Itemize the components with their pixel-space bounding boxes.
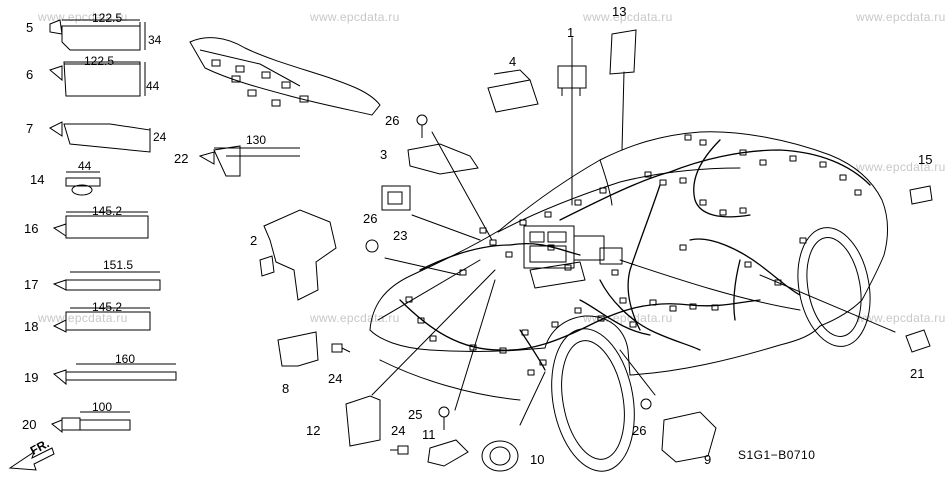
dim-5-height: 34 — [148, 33, 162, 47]
watermark: www.epcdata.ru — [583, 311, 673, 325]
dim-5-length: 122.5 — [92, 11, 123, 25]
leader-lines — [371, 37, 896, 426]
callout-6: 6 — [26, 67, 34, 82]
callout-4: 4 — [509, 54, 517, 69]
callout-8: 8 — [282, 381, 290, 396]
dim-20-length: 100 — [92, 400, 113, 414]
dim-22-length: 130 — [246, 133, 267, 147]
callout-24-lower: 24 — [391, 423, 406, 438]
callout-22: 22 — [174, 151, 189, 166]
callout-15: 15 — [918, 152, 933, 167]
part-rear-harness — [189, 37, 381, 116]
dim-14-length: 44 — [78, 159, 92, 173]
callout-26-top: 26 — [385, 113, 400, 128]
watermark: www.epcdata.ru — [38, 311, 128, 325]
callout-23: 23 — [393, 228, 408, 243]
callout-14: 14 — [30, 172, 45, 187]
callout-7: 7 — [26, 121, 34, 136]
callout-24-upper: 24 — [328, 371, 343, 386]
watermark: www.epcdata.ru — [310, 311, 400, 325]
watermark: www.epcdata.ru — [856, 160, 946, 174]
callout-26-left: 26 — [363, 211, 378, 226]
callout-12: 12 — [306, 423, 321, 438]
callout-3: 3 — [380, 147, 388, 162]
car-body-outline — [369, 131, 888, 472]
callout-10: 10 — [530, 452, 545, 467]
callout-11: 11 — [422, 427, 436, 442]
callout-20: 20 — [22, 417, 37, 432]
watermark: www.epcdata.ru — [583, 10, 673, 24]
dim-18-length: 145.2 — [92, 300, 123, 314]
callout-16: 16 — [24, 221, 39, 236]
watermark: www.epcdata.ru — [856, 311, 946, 325]
clip-parts — [48, 19, 300, 434]
watermark: www.epcdata.ru — [856, 10, 946, 24]
dim-17-length: 151.5 — [103, 258, 134, 272]
callout-18: 18 — [24, 319, 39, 334]
dim-16-length: 145.2 — [92, 204, 123, 218]
callout-13: 13 — [612, 4, 627, 19]
callout-25: 25 — [408, 407, 423, 422]
dim-7-height: 24 — [153, 130, 167, 144]
callout-1: 1 — [567, 25, 575, 40]
callout-9: 9 — [704, 452, 712, 467]
watermark: www.epcdata.ru — [310, 10, 400, 24]
harness-routing — [399, 139, 871, 371]
hardware-parts — [8, 29, 933, 472]
diagram-code: S1G1−B0710 — [738, 448, 816, 462]
callout-2: 2 — [250, 233, 258, 248]
dim-6-height: 44 — [146, 79, 160, 93]
callout-5: 5 — [26, 20, 34, 35]
callout-19: 19 — [24, 370, 39, 385]
callout-26-right: 26 — [632, 423, 647, 438]
callout-17: 17 — [24, 277, 39, 292]
dim-19-length: 160 — [115, 352, 136, 366]
harness-connectors — [405, 134, 862, 376]
dim-6-length: 122.5 — [84, 54, 115, 68]
junction-block — [523, 225, 623, 289]
callout-21: 21 — [910, 366, 925, 381]
